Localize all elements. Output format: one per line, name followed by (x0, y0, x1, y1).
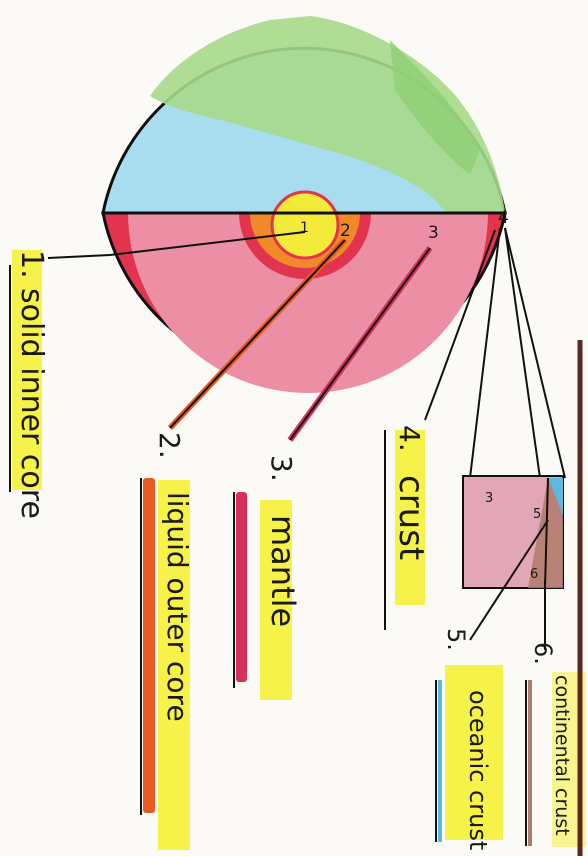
label-6-name: continental crust (551, 675, 573, 836)
label-5-name: oceanic crust (464, 690, 492, 850)
mark-inner: 1 (300, 220, 309, 236)
label-4-name: crust (391, 475, 431, 560)
crust-inset: 3 5 6 (463, 476, 563, 650)
inset-mark-oceanic: 5 (533, 507, 541, 522)
label-3: 3. mantle (234, 455, 302, 700)
label-6: 6. continental crust (526, 642, 586, 847)
label-2-number: 2. (153, 432, 186, 459)
mark-mantle: 3 (428, 223, 439, 243)
label-3-number: 3. (265, 455, 298, 482)
label-5-number: 5. (442, 628, 470, 651)
label-2: 2. liquid outer core (141, 432, 194, 850)
label-5: 5. oceanic crust (436, 628, 503, 850)
label-3-name: mantle (264, 515, 302, 627)
label-1-name: solid inner core (14, 288, 49, 519)
mark-outer: 2 (340, 221, 351, 241)
earth-globe: 1 2 3 4 (103, 16, 509, 393)
label-1: 1. solid inner core (10, 250, 49, 519)
label-4: 4. crust (385, 425, 431, 630)
label-2-name: liquid outer core (161, 492, 194, 722)
inset-mark-mantle: 3 (485, 491, 493, 506)
label-1-number: 1. (14, 250, 49, 279)
label-4-number: 4. (393, 425, 426, 452)
label-6-number: 6. (529, 642, 557, 665)
inset-mark-continental: 6 (530, 567, 538, 582)
mark-crust: 4 (498, 208, 509, 228)
